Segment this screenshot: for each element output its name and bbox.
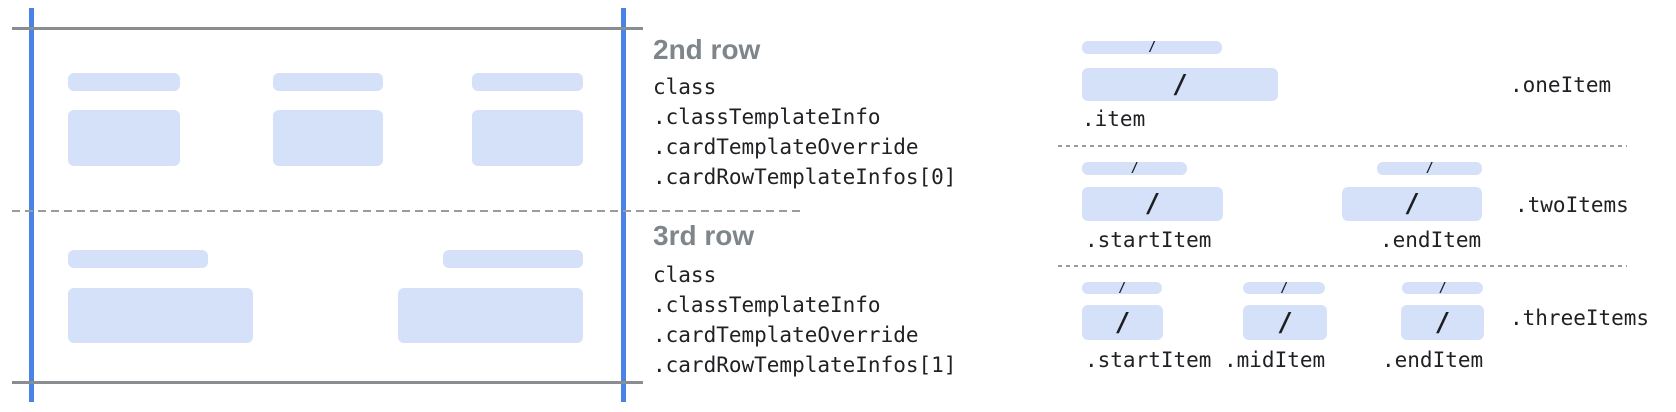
- item-value-placeholder: /: [1342, 187, 1482, 221]
- variant-label-oneItem: .oneItem: [1510, 73, 1612, 97]
- template-divider-dotted-line: [1058, 265, 1627, 267]
- code-line: .cardTemplateOverride: [653, 135, 919, 159]
- item-value-placeholder: /: [1082, 187, 1223, 221]
- item-field-label: .startItem: [1085, 348, 1212, 372]
- variant-label-twoItems: .twoItems: [1515, 193, 1629, 217]
- code-line: class: [653, 75, 717, 99]
- slash-separator-icon: /: [1148, 40, 1156, 55]
- placeholder-label-bar: [68, 250, 208, 268]
- second-row-code-path: class .classTemplateInfo .cardTemplateOv…: [653, 72, 956, 192]
- item-label-placeholder: /: [1082, 162, 1187, 175]
- item-label-placeholder: /: [1402, 280, 1483, 296]
- item-field-label: .endItem: [1382, 348, 1484, 372]
- placeholder-value-bar: [398, 288, 583, 343]
- second-row-heading: 2nd row: [653, 34, 761, 65]
- item-value-placeholder: /: [1082, 68, 1278, 101]
- placeholder-value-bar: [68, 110, 180, 166]
- slash-separator-icon: /: [1130, 161, 1139, 176]
- item-value-placeholder: /: [1401, 305, 1484, 340]
- card-right-edge-guide: [621, 8, 626, 402]
- placeholder-value-bar: [472, 110, 583, 166]
- item-field-label: .startItem: [1085, 228, 1212, 252]
- card-bottom-border: [12, 381, 643, 384]
- code-line: .cardRowTemplateInfos[0]: [653, 165, 957, 189]
- third-row-code-path: class .classTemplateInfo .cardTemplateOv…: [653, 260, 956, 380]
- item-field-label: .item: [1082, 107, 1146, 131]
- placeholder-label-bar: [443, 250, 583, 268]
- slash-separator-icon: /: [1434, 307, 1451, 338]
- slash-separator-icon: /: [1172, 69, 1188, 100]
- template-divider-dotted-line: [1058, 145, 1627, 147]
- slash-separator-icon: /: [1425, 161, 1434, 176]
- placeholder-label-bar: [273, 73, 383, 91]
- code-line: class: [653, 263, 717, 287]
- placeholder-label-bar: [472, 73, 583, 91]
- variant-label-threeItems: .threeItems: [1510, 306, 1650, 330]
- code-line: .classTemplateInfo: [653, 293, 881, 317]
- placeholder-value-bar: [68, 288, 253, 343]
- item-label-placeholder: /: [1377, 162, 1482, 175]
- placeholder-label-bar: [68, 73, 180, 91]
- item-label-placeholder: /: [1082, 41, 1222, 54]
- row-divider-dashed-line: [12, 210, 801, 212]
- slash-separator-icon: /: [1114, 307, 1131, 338]
- item-value-placeholder: /: [1082, 305, 1163, 340]
- item-field-label: .endItem: [1380, 228, 1482, 252]
- item-label-placeholder: /: [1082, 280, 1162, 296]
- slash-separator-icon: /: [1280, 280, 1288, 296]
- slash-separator-icon: /: [1144, 189, 1161, 219]
- slash-separator-icon: /: [1277, 307, 1293, 338]
- item-label-placeholder: /: [1243, 280, 1325, 296]
- card-left-edge-guide: [29, 8, 34, 402]
- item-value-placeholder: /: [1243, 305, 1327, 340]
- slash-separator-icon: /: [1438, 280, 1447, 296]
- card-top-border: [12, 27, 643, 30]
- third-row-heading: 3rd row: [653, 220, 755, 251]
- code-line: .cardRowTemplateInfos[1]: [653, 353, 957, 377]
- code-line: .cardTemplateOverride: [653, 323, 919, 347]
- code-line: .classTemplateInfo: [653, 105, 881, 129]
- slash-separator-icon: /: [1118, 280, 1126, 296]
- item-field-label: .midItem: [1224, 348, 1326, 372]
- placeholder-value-bar: [273, 110, 383, 166]
- slash-separator-icon: /: [1404, 189, 1420, 219]
